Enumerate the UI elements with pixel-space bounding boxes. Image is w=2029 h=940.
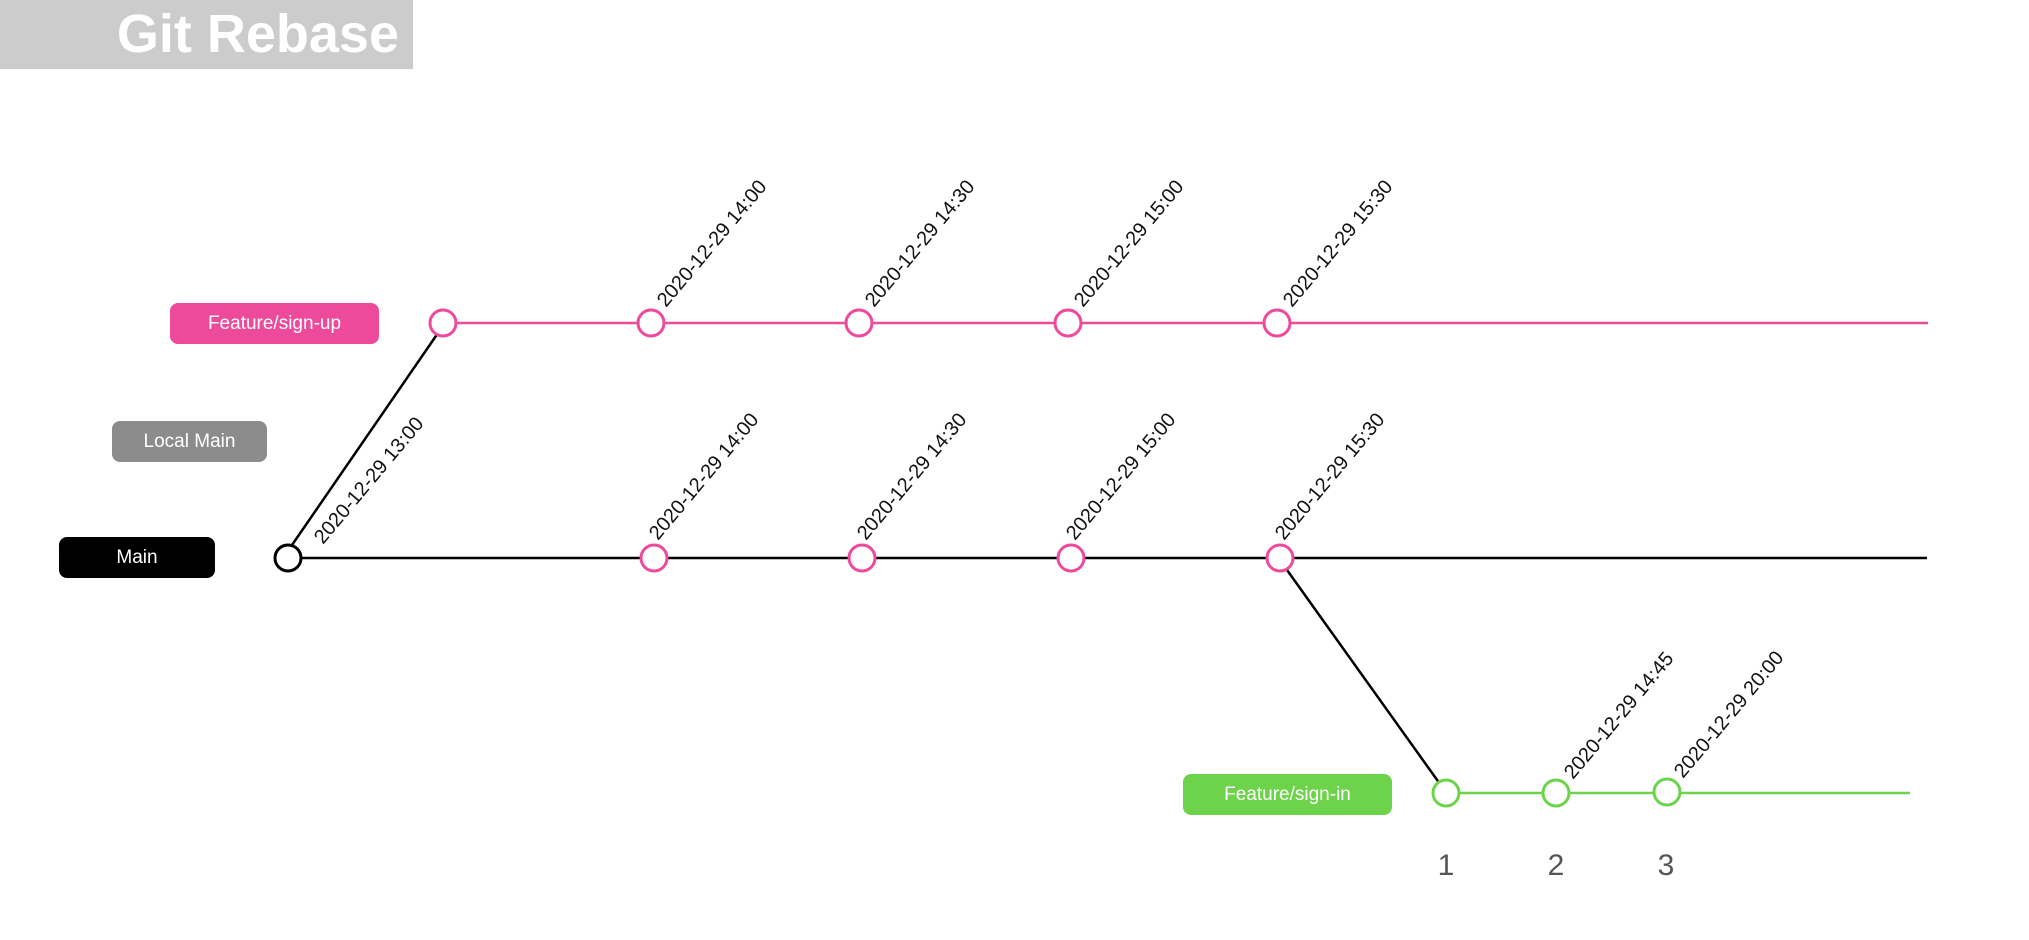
step-number-1: 1	[1438, 849, 1455, 882]
sign-up-fork-line	[290, 332, 440, 546]
commit-time-main-3: 2020-12-29 15:00	[1062, 409, 1180, 544]
commit-main-2[interactable]	[847, 543, 877, 573]
commit-sign-up-base[interactable]	[428, 308, 458, 338]
commit-time-sign-up-3: 2020-12-29 15:00	[1070, 176, 1188, 311]
commit-sign-in-base[interactable]	[1431, 778, 1461, 808]
commit-sign-up-1[interactable]	[636, 308, 666, 338]
commit-time-main-1: 2020-12-29 14:00	[645, 409, 763, 544]
commit-sign-in-2[interactable]	[1652, 777, 1682, 807]
step-number-3: 3	[1658, 849, 1675, 882]
commit-time-sign-up-1: 2020-12-29 14:00	[653, 176, 771, 311]
step-number-2: 2	[1548, 849, 1565, 882]
commit-time-sign-in-1: 2020-12-29 14:45	[1560, 648, 1678, 783]
commit-main-root[interactable]	[273, 543, 303, 573]
page-title: Git Rebase	[116, 4, 399, 64]
title-banner: Git Rebase	[0, 0, 413, 69]
commit-sign-up-4[interactable]	[1262, 308, 1292, 338]
commit-time-main-2: 2020-12-29 14:30	[853, 409, 971, 544]
commit-time-sign-in-2: 2020-12-29 20:00	[1670, 647, 1788, 782]
commit-time-main-4: 2020-12-29 15:30	[1271, 409, 1389, 544]
commit-main-3[interactable]	[1056, 543, 1086, 573]
sign-in-fork-line	[1285, 569, 1442, 785]
commit-sign-in-1[interactable]	[1541, 778, 1571, 808]
commit-sign-up-2[interactable]	[844, 308, 874, 338]
branch-label-local-main[interactable]: Local Main	[112, 421, 267, 462]
commit-time-sign-up-4: 2020-12-29 15:30	[1279, 176, 1397, 311]
commit-time-sign-up-2: 2020-12-29 14:30	[861, 176, 979, 311]
branch-label-main[interactable]: Main	[59, 537, 215, 578]
commit-main-1[interactable]	[639, 543, 669, 573]
commit-sign-up-3[interactable]	[1053, 308, 1083, 338]
commit-main-4[interactable]	[1265, 543, 1295, 573]
branch-label-feature-sign-in[interactable]: Feature/sign-in	[1183, 774, 1392, 815]
branch-label-feature-sign-up[interactable]: Feature/sign-up	[170, 303, 379, 344]
